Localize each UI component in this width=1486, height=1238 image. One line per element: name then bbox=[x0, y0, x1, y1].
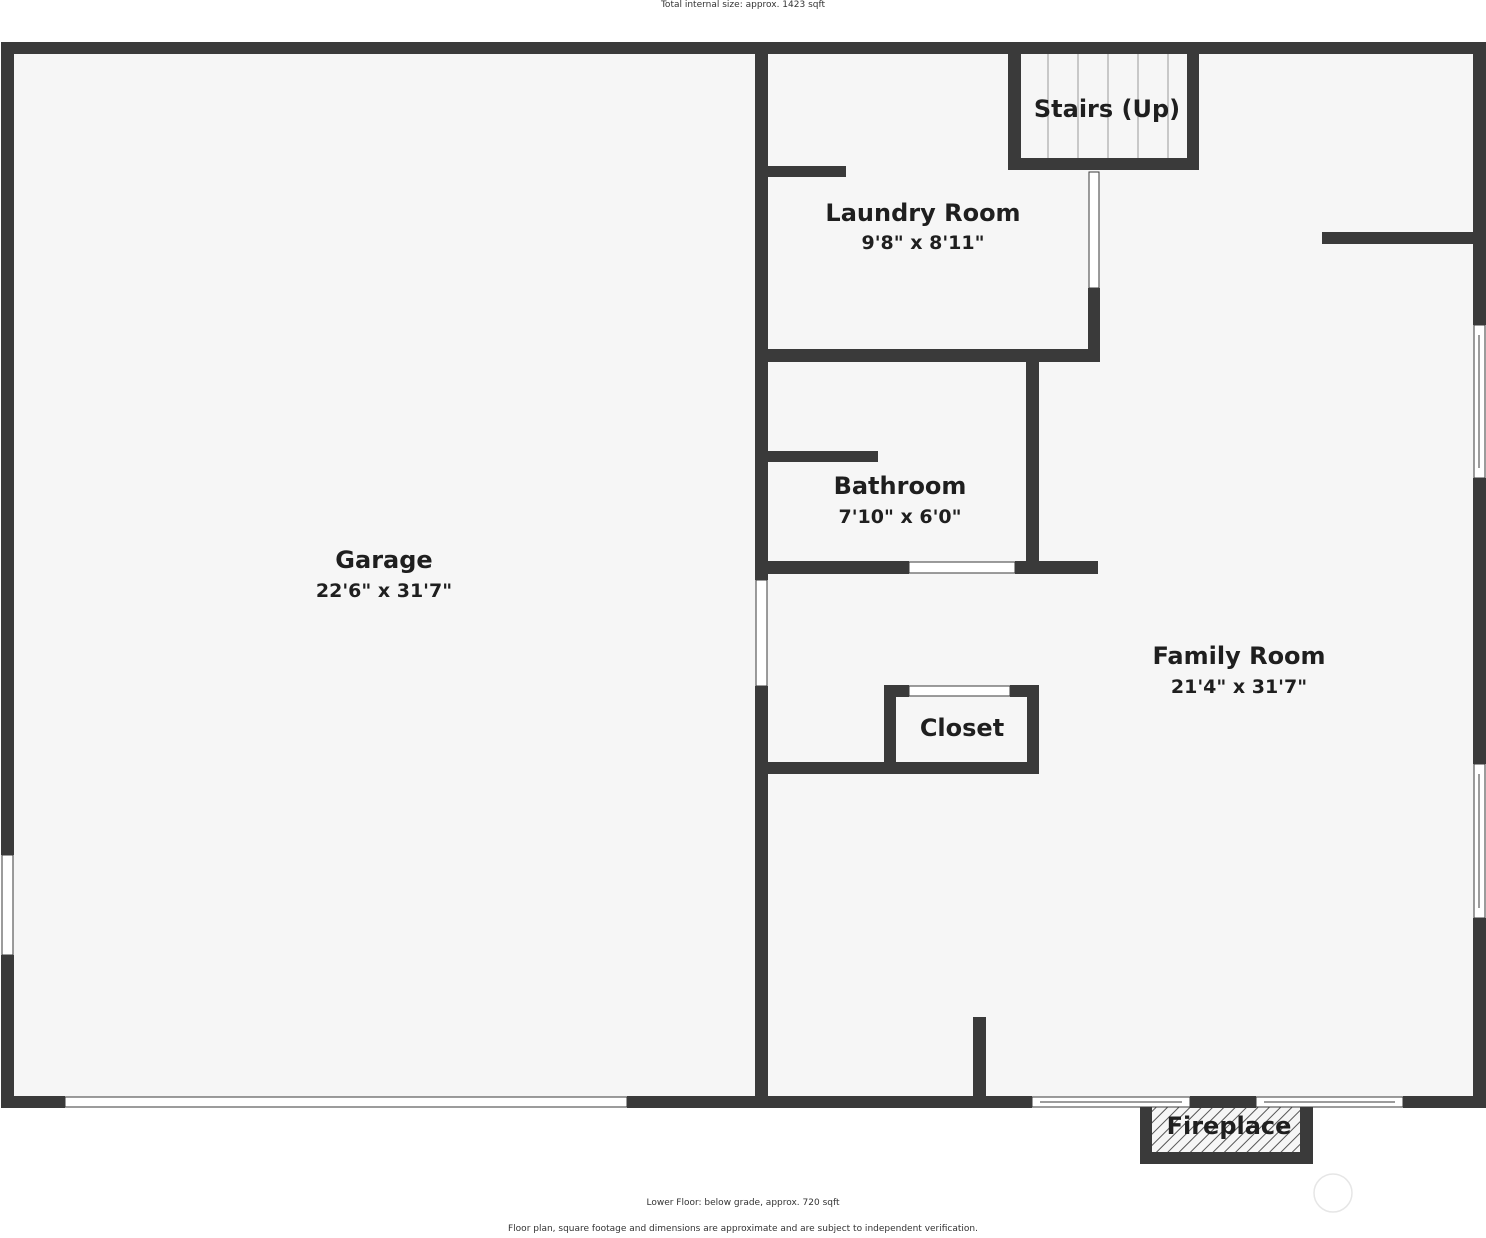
laundry-room-label: Laundry Room bbox=[825, 199, 1020, 227]
window-mullions bbox=[1040, 335, 1480, 1103]
family-room-dimensions: 21'4" x 31'7" bbox=[1171, 676, 1307, 698]
fireplace-label: Fireplace bbox=[1167, 1112, 1292, 1140]
garage-floor bbox=[7, 48, 761, 1102]
bathroom-dimensions: 7'10" x 6'0" bbox=[838, 506, 961, 528]
disclaimer-caption: Floor plan, square footage and dimension… bbox=[508, 1224, 978, 1234]
family-room-label: Family Room bbox=[1152, 642, 1325, 670]
garage-label: Garage bbox=[335, 546, 432, 574]
floor-label-caption: Lower Floor: below grade, approx. 720 sq… bbox=[646, 1198, 840, 1208]
fireplace-hearth bbox=[1146, 1102, 1306, 1158]
total-size-caption: Total internal size: approx. 1423 sqft bbox=[660, 0, 826, 10]
walls bbox=[1, 42, 1486, 1164]
compass-circle bbox=[1313, 1173, 1353, 1213]
stairs-label: Stairs (Up) bbox=[1034, 95, 1180, 123]
stair-treads bbox=[1047, 54, 1169, 158]
bathroom-label: Bathroom bbox=[834, 472, 967, 500]
closet-label: Closet bbox=[920, 714, 1004, 742]
garage-dimensions: 22'6" x 31'7" bbox=[316, 580, 452, 602]
laundry-room-dimensions: 9'8" x 8'11" bbox=[861, 232, 984, 254]
family-floor bbox=[761, 48, 1479, 1102]
